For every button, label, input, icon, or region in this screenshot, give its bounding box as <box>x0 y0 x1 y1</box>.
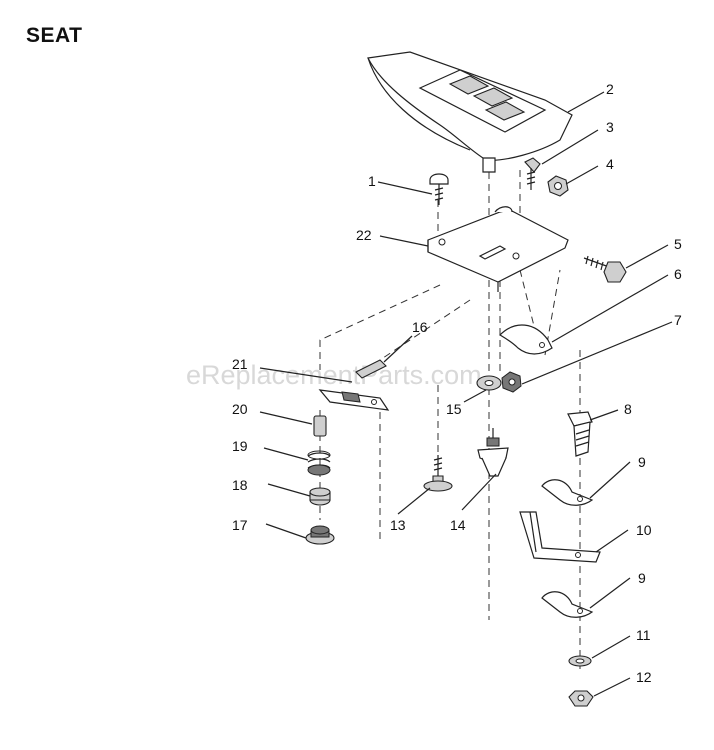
seat-bracket-part <box>427 206 569 292</box>
callout-22: 22 <box>356 227 372 243</box>
callout-10: 10 <box>636 522 652 538</box>
callout-9-upper: 9 <box>638 454 646 470</box>
callout-12: 12 <box>636 669 652 685</box>
callout-5: 5 <box>674 236 682 252</box>
carriage-bolt-part <box>429 173 449 205</box>
callout-4: 4 <box>606 156 614 172</box>
callout-13: 13 <box>390 517 406 533</box>
callout-11: 11 <box>636 627 651 643</box>
callout-17: 17 <box>232 517 248 533</box>
clip-part <box>499 324 553 355</box>
spring-part <box>307 450 331 476</box>
watermark: eReplacementParts.com <box>186 360 482 390</box>
seat-bolt-part <box>524 157 541 190</box>
callout-15: 15 <box>446 401 462 417</box>
callout-2: 2 <box>606 81 614 97</box>
shoulder-bolt-part <box>423 455 453 492</box>
washer-part <box>476 375 502 391</box>
mount-plate-part <box>318 389 390 411</box>
clip-upper-part <box>541 479 594 506</box>
nut-part <box>547 175 569 197</box>
callout-14: 14 <box>450 517 466 533</box>
callout-1: 1 <box>368 173 376 189</box>
leader-lines <box>259 91 673 697</box>
l-bracket-part <box>519 511 601 563</box>
lock-nut-part <box>501 371 522 393</box>
callout-7: 7 <box>674 312 682 328</box>
pin-part <box>355 359 387 379</box>
hex-nut-part <box>568 690 594 707</box>
callout-21: 21 <box>232 356 248 372</box>
bushing-part <box>309 487 331 506</box>
seat-part <box>367 51 573 173</box>
callout-20: 20 <box>232 401 248 417</box>
callout-8: 8 <box>624 401 632 417</box>
callout-19: 19 <box>232 438 248 454</box>
diagram-title: SEAT <box>26 24 83 47</box>
flange-nut-part <box>305 525 335 545</box>
callout-18: 18 <box>232 477 248 493</box>
callout-3: 3 <box>606 119 614 135</box>
callout-9-lower: 9 <box>638 570 646 586</box>
hex-bolt-part <box>583 255 627 283</box>
callout-6: 6 <box>674 266 682 282</box>
pivot-part <box>477 428 509 477</box>
spacer-part <box>313 415 327 437</box>
clip-lower-part <box>541 591 594 618</box>
callout-16: 16 <box>412 319 428 335</box>
large-bolt-part <box>567 411 593 457</box>
small-washer-part <box>568 655 592 667</box>
